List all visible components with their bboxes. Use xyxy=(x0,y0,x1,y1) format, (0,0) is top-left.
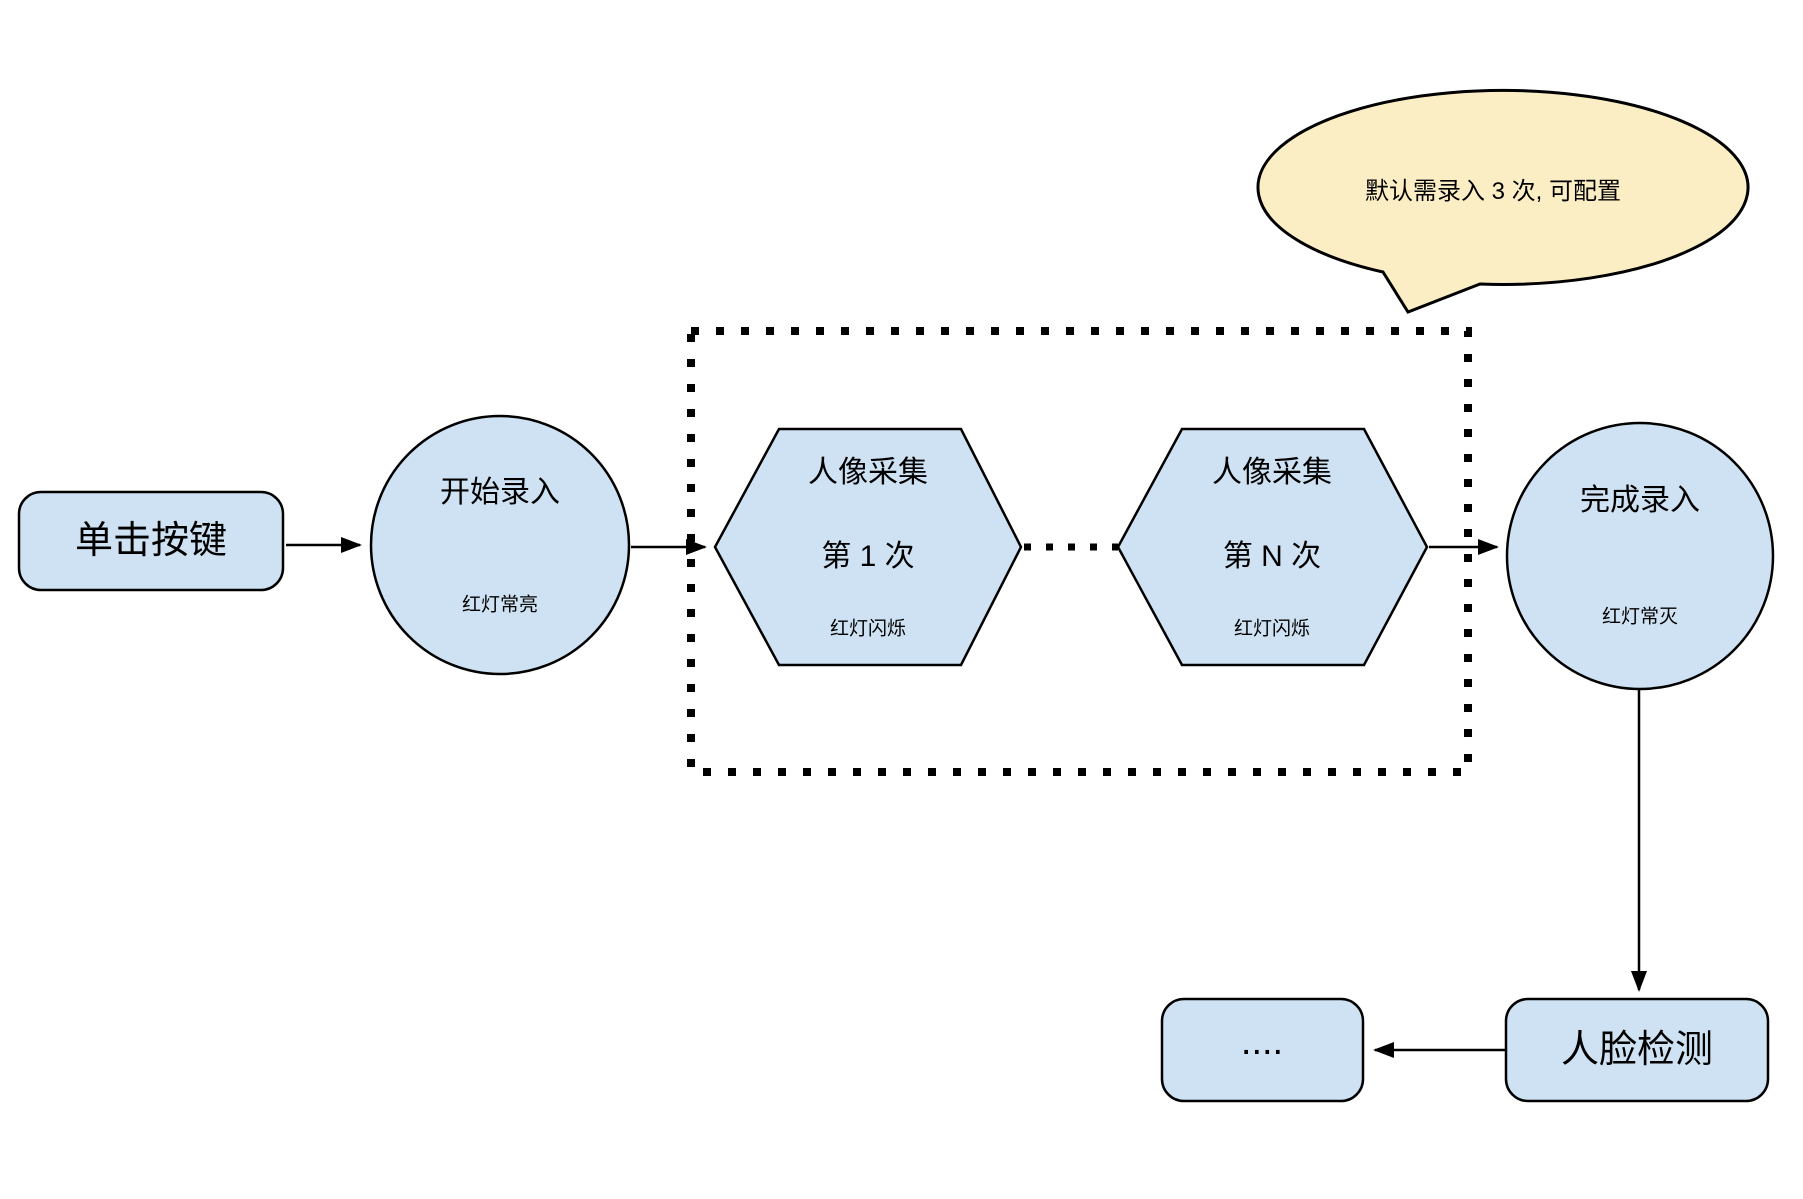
finish-record-circle xyxy=(1505,421,1775,691)
start-button-shape xyxy=(17,490,285,592)
face-detect-label: 人脸检测 xyxy=(1560,1029,1714,1071)
start-record-circle xyxy=(369,414,631,676)
finish-record-status: 红灯常灭 xyxy=(1601,606,1679,628)
finish-record-label: 完成录入 xyxy=(1580,484,1700,517)
capture-nth-hexagon xyxy=(1116,427,1429,667)
capture-nth-subtitle: 第 N 次 xyxy=(1222,540,1322,573)
capture-first-subtitle: 第 1 次 xyxy=(821,540,915,573)
start-record-status: 红灯常亮 xyxy=(461,594,539,616)
start-record-label: 开始录入 xyxy=(440,476,560,509)
more-steps-label: .... xyxy=(1240,1021,1284,1063)
capture-nth-status: 红灯闪烁 xyxy=(1233,618,1311,640)
callout-bubble-text: 默认需录入 3 次, 可配置 xyxy=(1364,178,1622,205)
more-steps-shape xyxy=(1160,997,1365,1103)
capture-first-hexagon xyxy=(713,427,1023,667)
callout-bubble-shape xyxy=(1256,88,1750,314)
capture-nth-title: 人像采集 xyxy=(1212,456,1332,489)
face-detect-shape xyxy=(1504,997,1770,1103)
capture-first-title: 人像采集 xyxy=(808,456,928,489)
capture-first-status: 红灯闪烁 xyxy=(829,618,907,640)
start-button-label: 单击按键 xyxy=(74,520,228,562)
capture-loop-dotted-box xyxy=(687,327,1472,776)
